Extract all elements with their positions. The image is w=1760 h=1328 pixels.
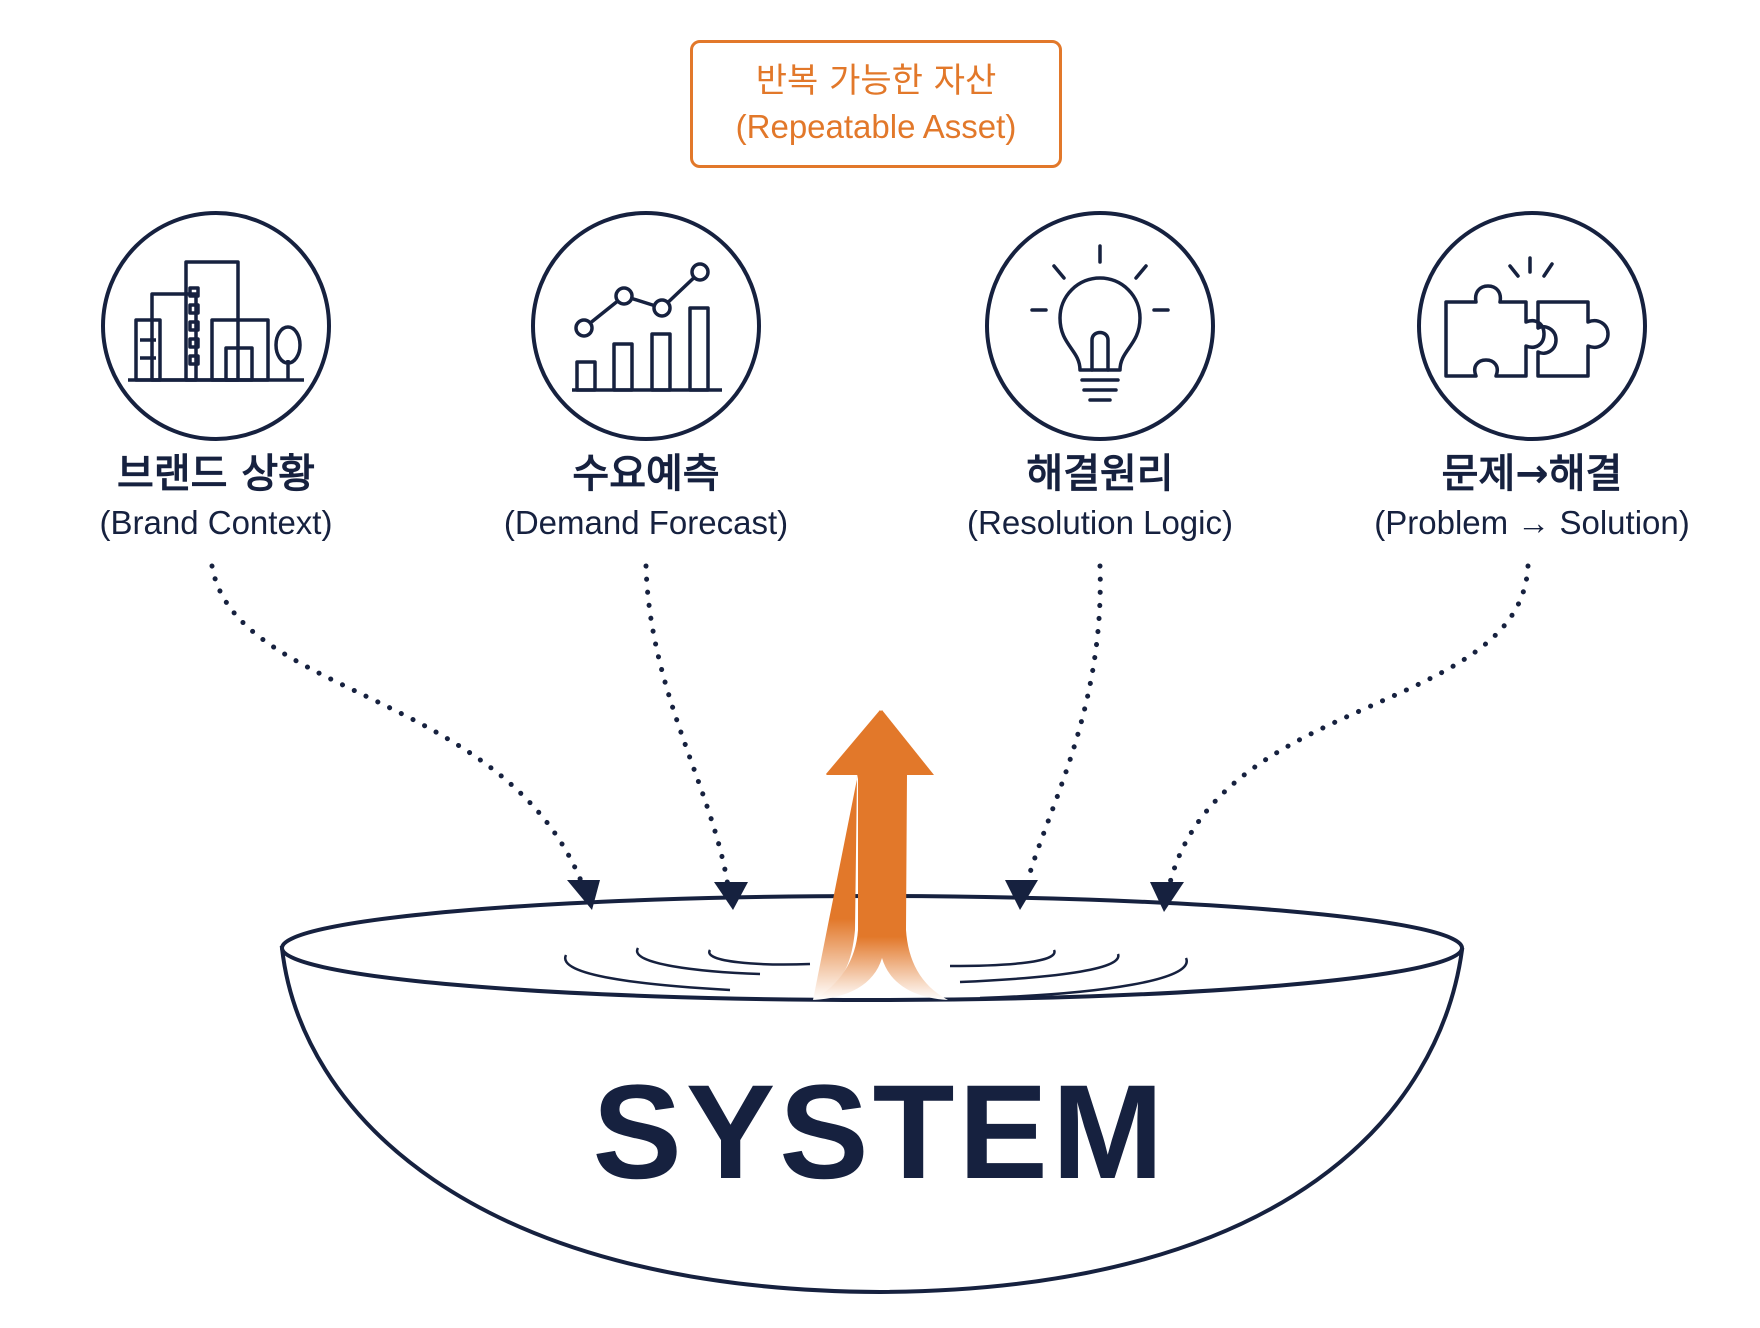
input-label-en: (Resolution Logic) bbox=[967, 504, 1233, 541]
ripples bbox=[564, 947, 1188, 1000]
output-arrow bbox=[813, 710, 933, 1000]
ripple-right-inner bbox=[949, 949, 1056, 968]
input-label-ko: 브랜드 상황 bbox=[117, 451, 315, 497]
arrowhead-3 bbox=[1005, 880, 1038, 910]
input-label-problem-solution: 문제→해결 (Problem → Solution) bbox=[1312, 448, 1752, 546]
icon-circle-2 bbox=[531, 211, 761, 441]
bowl-body bbox=[279, 945, 1465, 1295]
input-label-demand-forecast: 수요예측 (Demand Forecast) bbox=[426, 448, 866, 546]
icon-circle-4 bbox=[1417, 211, 1647, 441]
output-label-en: (Repeatable Asset) bbox=[735, 108, 1017, 145]
input-label-ko: 문제→해결 bbox=[1441, 451, 1623, 497]
input-label-ko: 해결원리 bbox=[1026, 451, 1174, 497]
input-label-brand-context: 브랜드 상황 (Brand Context) bbox=[0, 448, 436, 546]
arrowhead-1 bbox=[567, 880, 600, 910]
output-arrow-shaft bbox=[813, 774, 948, 1000]
arrowhead-4 bbox=[1150, 882, 1184, 912]
input-arrow-2 bbox=[643, 563, 733, 905]
input-arrows bbox=[209, 563, 1531, 905]
output-arrow-head bbox=[826, 710, 934, 775]
puzzle-icon bbox=[1444, 256, 1610, 378]
input-label-en: (Brand Context) bbox=[99, 504, 333, 541]
ripple-left-mid bbox=[635, 947, 761, 976]
buildings-icon bbox=[128, 260, 304, 382]
icon-circles bbox=[101, 211, 1647, 441]
input-arrow-4 bbox=[1163, 563, 1531, 905]
input-label-ko: 수요예측 bbox=[572, 451, 720, 497]
input-arrowheads bbox=[567, 880, 1184, 912]
input-label-en: (Demand Forecast) bbox=[503, 504, 789, 541]
lightbulb-icon bbox=[1030, 244, 1170, 402]
ripple-left-outer bbox=[564, 954, 731, 992]
output-label-ko: 반복 가능한 자산 bbox=[755, 61, 997, 101]
chart-icon bbox=[572, 262, 722, 392]
arrowhead-2 bbox=[714, 882, 748, 910]
input-arrow-1 bbox=[209, 563, 591, 903]
ripple-left-inner bbox=[708, 949, 811, 966]
input-arrow-3 bbox=[1019, 563, 1103, 905]
ripple-right-mid bbox=[959, 953, 1120, 984]
repeatable-asset-box: 반복 가능한 자산 (Repeatable Asset) bbox=[690, 40, 1062, 168]
icon-circle-3 bbox=[985, 211, 1215, 441]
input-label-en: (Problem → Solution) bbox=[1374, 504, 1690, 541]
ripple-right-outer bbox=[979, 957, 1188, 1000]
system-label: SYSTEM bbox=[592, 1058, 1168, 1207]
input-label-resolution-logic: 해결원리 (Resolution Logic) bbox=[880, 448, 1320, 546]
icon-circle-1 bbox=[101, 211, 331, 441]
